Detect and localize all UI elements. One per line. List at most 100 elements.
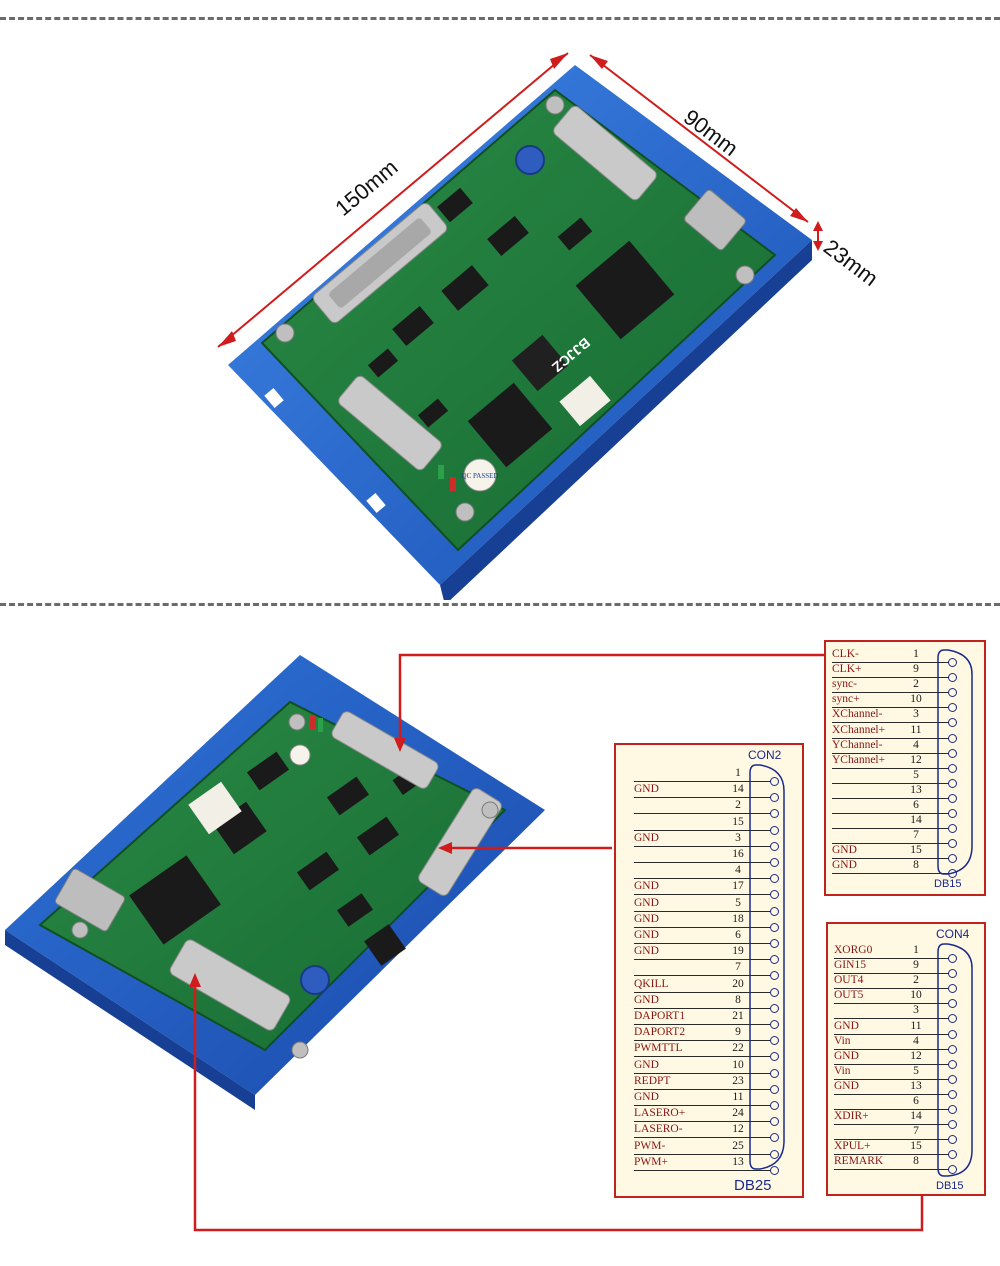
pin-contact-dot [948, 999, 957, 1009]
pin-signal-label: GND [832, 859, 857, 872]
pin-contact-dot [770, 890, 779, 900]
pin-signal-label: GND [832, 844, 857, 857]
db15-top-pin-row: 5 [832, 769, 957, 788]
pin-wire [634, 829, 774, 831]
pin-signal-label: GND [634, 929, 659, 941]
pin-contact-dot [770, 874, 779, 884]
pin-wire [634, 1169, 774, 1171]
pin-signal-label: YChannel+ [832, 753, 886, 766]
pin-wire [832, 707, 952, 709]
pin-wire [832, 737, 952, 739]
db15-top-connector-shape [937, 649, 973, 875]
pin-contact-dot [948, 954, 957, 963]
pin-contact-dot [948, 1044, 957, 1054]
con4-title: CON4 [936, 927, 970, 941]
pin-number: 10 [910, 693, 922, 706]
pin-number: 7 [913, 829, 919, 842]
pin-contact-dot [948, 1135, 957, 1145]
pin-number: 1 [735, 767, 741, 779]
pin-contact-dot [948, 824, 957, 834]
pin-contact-dot [770, 939, 779, 948]
pin-wire [832, 767, 952, 769]
pin-wire [832, 813, 952, 814]
pin-contact-dot [948, 793, 957, 803]
pin-wire [634, 1153, 774, 1155]
pin-signal-label: LASERO- [634, 1123, 683, 1136]
con4-pin-row: XDIR+14 [834, 1110, 957, 1130]
pin-wire [634, 975, 774, 977]
pin-contact-dot [948, 658, 957, 667]
pin-contact-dot [770, 987, 779, 997]
con4-pin-row: 6 [834, 1095, 957, 1114]
pin-signal-label: XORG0 [834, 944, 873, 956]
db15-top-footer: DB15 [934, 878, 962, 890]
pin-contact-dot [948, 703, 957, 713]
pin-number: 23 [732, 1074, 744, 1087]
pin-contact-dot [948, 1014, 957, 1024]
pin-contact-dot [770, 906, 779, 916]
pin-contact-dot [948, 1120, 957, 1130]
pin-signal-label: GND [634, 896, 659, 909]
pin-signal-label: REMARK [834, 1155, 884, 1168]
pin-contact-dot [948, 854, 957, 864]
pin-number: 9 [913, 663, 919, 676]
pin-number: 4 [735, 864, 741, 877]
pin-number: 17 [732, 880, 744, 893]
pin-contact-dot [948, 1150, 957, 1160]
pin-signal-label: XChannel- [832, 708, 883, 721]
pin-signal-label: PWMTTL [634, 1042, 683, 1055]
pin-number: 11 [732, 1091, 744, 1103]
pin-signal-label: GND [634, 1091, 659, 1103]
pin-contact-dot [948, 1105, 957, 1114]
pin-number: 13 [910, 1079, 922, 1092]
pin-signal-label: PWM- [634, 1139, 666, 1152]
pin-contact-dot [770, 825, 779, 835]
pin-signal-label: GND [634, 993, 659, 1006]
pin-signal-label: XPUL+ [834, 1140, 871, 1153]
db15-top-pin-row: 6 [832, 799, 957, 818]
pin-contact-dot [948, 1029, 957, 1039]
pin-wire [834, 1063, 952, 1065]
pin-number: 24 [732, 1107, 744, 1120]
con2-pin-row: 2 [634, 799, 779, 819]
pin-number: 3 [913, 708, 919, 721]
pin-wire [832, 677, 952, 679]
pin-number: 6 [913, 1095, 919, 1107]
pin-number: 7 [913, 1125, 919, 1138]
pin-wire [634, 1121, 774, 1123]
pin-contact-dot [948, 778, 957, 788]
con2-pin-row: LASERO+24 [634, 1107, 779, 1127]
pin-signal-label: GND [634, 783, 659, 796]
pin-number: 2 [913, 974, 919, 987]
con2-title: CON2 [748, 748, 782, 762]
pin-signal-label: sync+ [832, 693, 860, 706]
pin-wire [634, 926, 774, 928]
db15-top-pin-row: sync-2 [832, 678, 957, 698]
pin-wire [832, 828, 952, 830]
pin-wire [634, 813, 774, 815]
pin-contact-dot [948, 984, 957, 994]
con4-pin-row: 7 [834, 1125, 957, 1145]
con4-pin-row: 3 [834, 1004, 957, 1024]
pin-number: 20 [732, 977, 744, 990]
db15-top-pin-row: YChannel-4 [832, 738, 957, 758]
pin-wire [832, 797, 952, 799]
pin-contact-dot [948, 969, 957, 979]
db15-top-pin-row: CLK-1 [832, 648, 957, 667]
pin-number: 4 [913, 738, 919, 751]
pin-wire [634, 1056, 774, 1058]
con2-pin-row: 7 [634, 961, 779, 981]
pin-number: 5 [735, 896, 741, 909]
pin-contact-dot [770, 971, 779, 981]
con2-pin-row: GND 11 [634, 1091, 779, 1110]
